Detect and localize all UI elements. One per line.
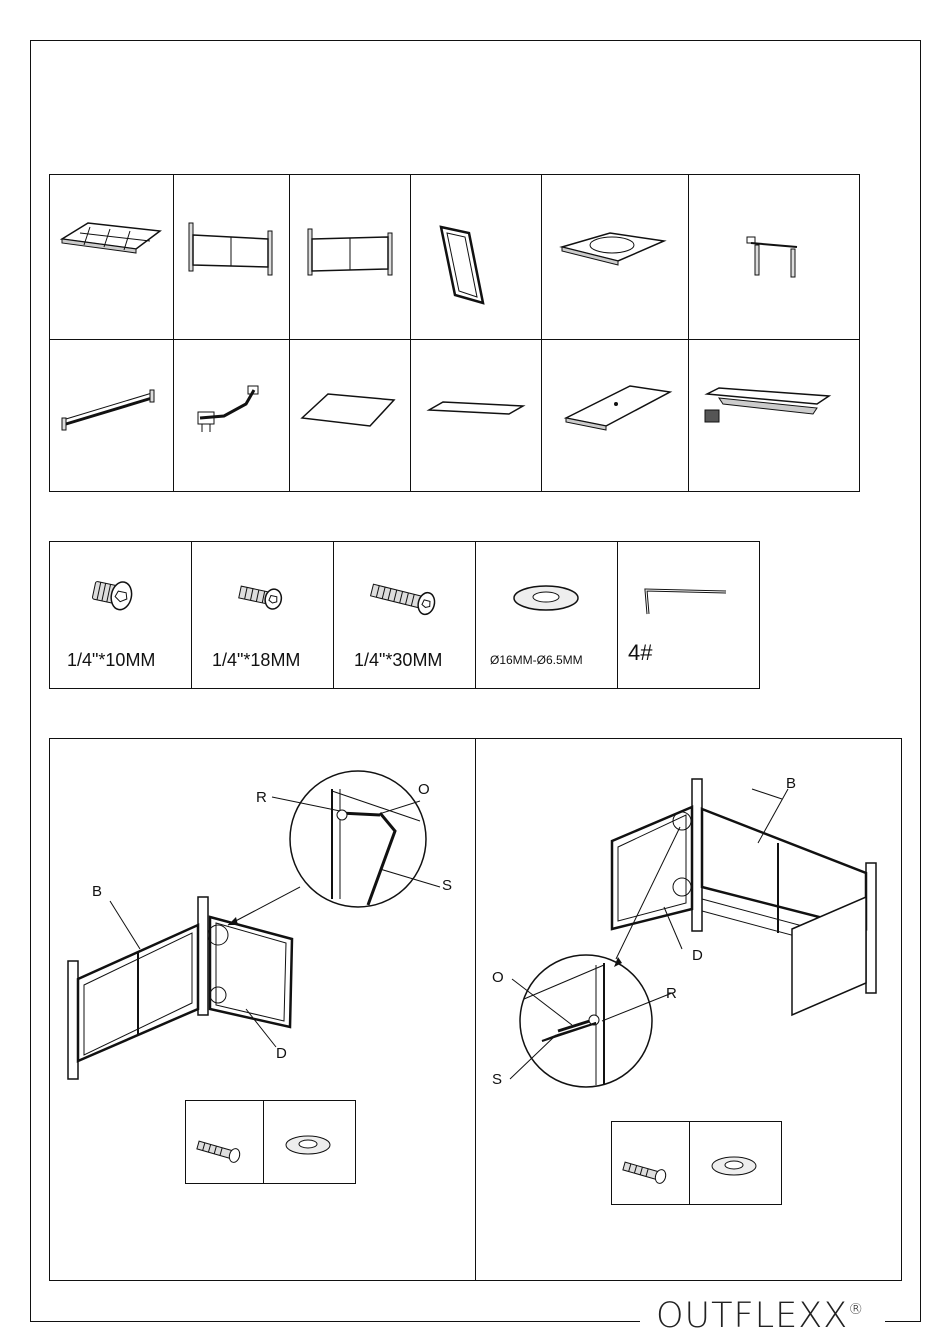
part-cell-flat-plate [410, 339, 542, 492]
drip-tray-icon [689, 340, 859, 491]
right-label-o: O [492, 969, 504, 986]
left-assembly-diagram [50, 739, 475, 1280]
cross-bar-icon [50, 340, 173, 491]
left-screw-icon [186, 1101, 263, 1183]
part-cell-bracket-arm [173, 339, 290, 492]
short-screw-icon [50, 542, 191, 642]
step-panel-right: O R S B D [475, 738, 902, 1281]
right-washer-icon [690, 1122, 782, 1204]
screw-18-label: 1/4"*18MM [212, 650, 300, 671]
leg-bracket-icon [689, 175, 859, 339]
hardware-cell-screw-30: 1/4"*30MM [333, 541, 476, 689]
part-cell-top-frame [541, 174, 689, 340]
left-label-d: D [276, 1045, 287, 1062]
part-cell-door-frame [410, 174, 542, 340]
part-cell-drip-tray [688, 339, 860, 492]
brand-logo: OUTFLEXX® [650, 1296, 870, 1336]
right-label-r: R [666, 985, 677, 1002]
side-panel-b-icon [290, 175, 410, 339]
panel-sheet-icon [290, 340, 410, 491]
tray-frame-icon [50, 175, 173, 339]
brand-name: OUTFLEXX [656, 1296, 848, 1336]
step-panel-left: R O S B D [49, 738, 476, 1281]
part-cell-side-panel-a [173, 174, 290, 340]
screw-10-label: 1/4"*10MM [67, 650, 155, 671]
right-screw-icon [612, 1122, 689, 1204]
hardware-cell-washer: Ø16MM-Ø6.5MM [475, 541, 618, 689]
brand-mark: ® [848, 1300, 864, 1318]
hardware-cell-screw-10: 1/4"*10MM [49, 541, 192, 689]
washer-label: Ø16MM-Ø6.5MM [490, 653, 583, 667]
hardware-cell-screw-18: 1/4"*18MM [191, 541, 334, 689]
part-cell-side-panel-b [289, 174, 411, 340]
part-cell-cross-bar [49, 339, 174, 492]
left-label-o: O [418, 781, 430, 798]
wrench-label: 4# [628, 640, 652, 666]
part-cell-leg-bracket [688, 174, 860, 340]
right-label-s: S [492, 1071, 502, 1088]
left-washer-icon [264, 1101, 356, 1183]
screw-30-label: 1/4"*30MM [354, 650, 442, 671]
left-label-r: R [256, 789, 267, 806]
bracket-arm-icon [174, 340, 289, 491]
side-panel-a-icon [174, 175, 289, 339]
part-cell-panel-sheet [289, 339, 411, 492]
flat-plate-icon [411, 340, 541, 491]
left-label-s: S [442, 877, 452, 894]
washer-icon [476, 542, 617, 642]
medium-screw-icon [192, 542, 333, 642]
right-label-b: B [786, 775, 796, 792]
hex-wrench-icon [618, 542, 759, 642]
hardware-cell-wrench: 4# [617, 541, 760, 689]
part-cell-tray-frame [49, 174, 174, 340]
left-hardware-box [185, 1100, 356, 1184]
right-label-d: D [692, 947, 703, 964]
right-hardware-box [611, 1121, 782, 1205]
long-screw-icon [334, 542, 475, 642]
part-cell-top-plate [541, 339, 689, 492]
top-frame-icon [542, 175, 688, 339]
left-label-b: B [92, 883, 102, 900]
door-frame-icon [411, 175, 541, 339]
top-plate-icon [542, 340, 688, 491]
